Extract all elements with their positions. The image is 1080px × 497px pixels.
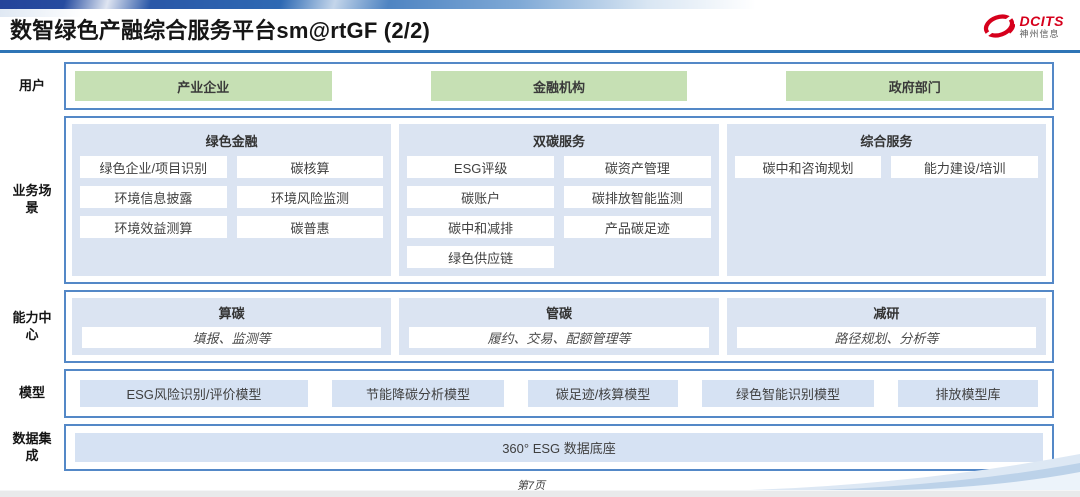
title-divider: [0, 50, 1080, 53]
panel-comprehensive: 综合服务 碳中和咨询规划 能力建设/培训: [726, 124, 1046, 276]
capability-calc-carbon: 算碳 填报、监测等: [72, 298, 392, 355]
scenario-item: 能力建设/培训: [891, 156, 1038, 178]
scenario-item: 碳中和减排: [407, 216, 554, 238]
scenario-item: 环境信息披露: [80, 186, 227, 208]
user-box: 产业企业: [75, 71, 332, 101]
scenario-item: 碳普惠: [236, 216, 384, 238]
user-box: 金融机构: [430, 71, 688, 101]
row-capabilities-container: 算碳 填报、监测等 管碳 履约、交易、配额管理等 减研 路径规划、分析等: [64, 290, 1054, 363]
bottom-strip: [0, 490, 1080, 497]
scenario-item: 绿色供应链: [407, 246, 554, 268]
dcits-logo: DCITS 神州信息: [983, 13, 1065, 39]
row-scenarios-container: 绿色金融 绿色企业/项目识别 碳核算 环境信息披露 环境风险监测 环境效益测算 …: [64, 116, 1054, 284]
scenario-item: 碳核算: [236, 156, 384, 178]
dcits-logo-text: DCITS 神州信息: [1020, 14, 1065, 39]
row-models-container: ESG风险识别/评价模型 节能降碳分析模型 碳足迹/核算模型 绿色智能识别模型 …: [64, 369, 1054, 418]
row-users-label: 用户: [18, 77, 45, 93]
model-box: 排放模型库: [898, 380, 1038, 407]
row-data-integration-container: 360° ESG 数据底座: [64, 424, 1054, 471]
panel-title: 综合服务: [860, 134, 913, 149]
capability-desc: 路径规划、分析等: [736, 327, 1036, 348]
row-scenarios: 业务场景 绿色金融 绿色企业/项目识别 碳核算 环境信息披露 环境风险监测 环境…: [8, 116, 1054, 284]
scenario-item: 碳账户: [407, 186, 554, 208]
top-decor-band: [0, 0, 1080, 9]
dcits-swirl-icon: [983, 14, 1015, 38]
capability-title: 算碳: [218, 306, 245, 321]
panel-title: 双碳服务: [532, 134, 585, 149]
capability-reduce-research: 减研 路径规划、分析等: [726, 298, 1046, 355]
page-number: 第7页: [516, 480, 546, 492]
capability-title: 减研: [873, 306, 900, 321]
row-data-integration: 数据集成 360° ESG 数据底座: [8, 424, 1054, 471]
top-decor-corner: [0, 9, 120, 17]
panel-items: 碳中和咨询规划 能力建设/培训: [734, 156, 1038, 178]
panel-green-finance: 绿色金融 绿色企业/项目识别 碳核算 环境信息披露 环境风险监测 环境效益测算 …: [72, 124, 392, 276]
scenario-item: 碳中和咨询规划: [734, 156, 882, 178]
row-users-container: 产业企业 金融机构 政府部门: [64, 62, 1054, 110]
row-capabilities: 能力中心 算碳 填报、监测等 管碳 履约、交易、配额管理等 减研 路径规划、分析…: [8, 290, 1054, 363]
row-users: 用户 产业企业 金融机构 政府部门: [8, 62, 1054, 110]
scenario-item: 产品碳足迹: [563, 216, 711, 238]
capability-desc: 填报、监测等: [82, 327, 382, 348]
model-box: 绿色智能识别模型: [702, 380, 874, 407]
scenario-item: 环境风险监测: [236, 186, 384, 208]
scenario-item: ESG评级: [407, 156, 554, 178]
capability-title: 管碳: [545, 306, 572, 321]
scenario-item: 环境效益测算: [80, 216, 227, 238]
model-box: 碳足迹/核算模型: [528, 380, 678, 407]
dcits-brand: DCITS: [1019, 12, 1064, 29]
panel-dual-carbon: 双碳服务 ESG评级 碳资产管理 碳账户 碳排放智能监测 碳中和减排 产品碳足迹…: [399, 124, 719, 276]
panel-items: ESG评级 碳资产管理 碳账户 碳排放智能监测 碳中和减排 产品碳足迹 绿色供应…: [407, 156, 711, 268]
diagram: 用户 产业企业 金融机构 政府部门 业务场景 绿色金融 绿色企业/项目识别 碳核…: [0, 53, 1080, 493]
dcits-subtitle: 神州信息: [1019, 28, 1060, 39]
scenario-item: 碳排放智能监测: [563, 186, 711, 208]
model-box: ESG风险识别/评价模型: [80, 380, 308, 407]
panel-title: 绿色金融: [205, 134, 258, 149]
page-title: 数智绿色产融综合服务平台sm@rtGF (2/2): [10, 18, 431, 43]
header: 数智绿色产融综合服务平台sm@rtGF (2/2) DCITS 神州信息: [0, 0, 1080, 45]
scenario-item: 绿色企业/项目识别: [80, 156, 227, 178]
user-box: 政府部门: [786, 71, 1043, 101]
panel-items: 绿色企业/项目识别 碳核算 环境信息披露 环境风险监测 环境效益测算 碳普惠: [80, 156, 384, 238]
row-models-label: 模型: [18, 385, 45, 401]
model-box: 节能降碳分析模型: [332, 380, 504, 407]
row-scenarios-label: 业务场景: [12, 183, 52, 215]
row-data-integration-label: 数据集成: [12, 430, 52, 463]
row-models: 模型 ESG风险识别/评价模型 节能降碳分析模型 碳足迹/核算模型 绿色智能识别…: [8, 369, 1054, 418]
data-foundation-box: 360° ESG 数据底座: [75, 433, 1043, 462]
row-capabilities-label: 能力中心: [12, 309, 52, 342]
scenario-item: 碳资产管理: [563, 156, 711, 178]
capability-manage-carbon: 管碳 履约、交易、配额管理等: [399, 298, 719, 355]
capability-desc: 履约、交易、配额管理等: [409, 327, 709, 348]
